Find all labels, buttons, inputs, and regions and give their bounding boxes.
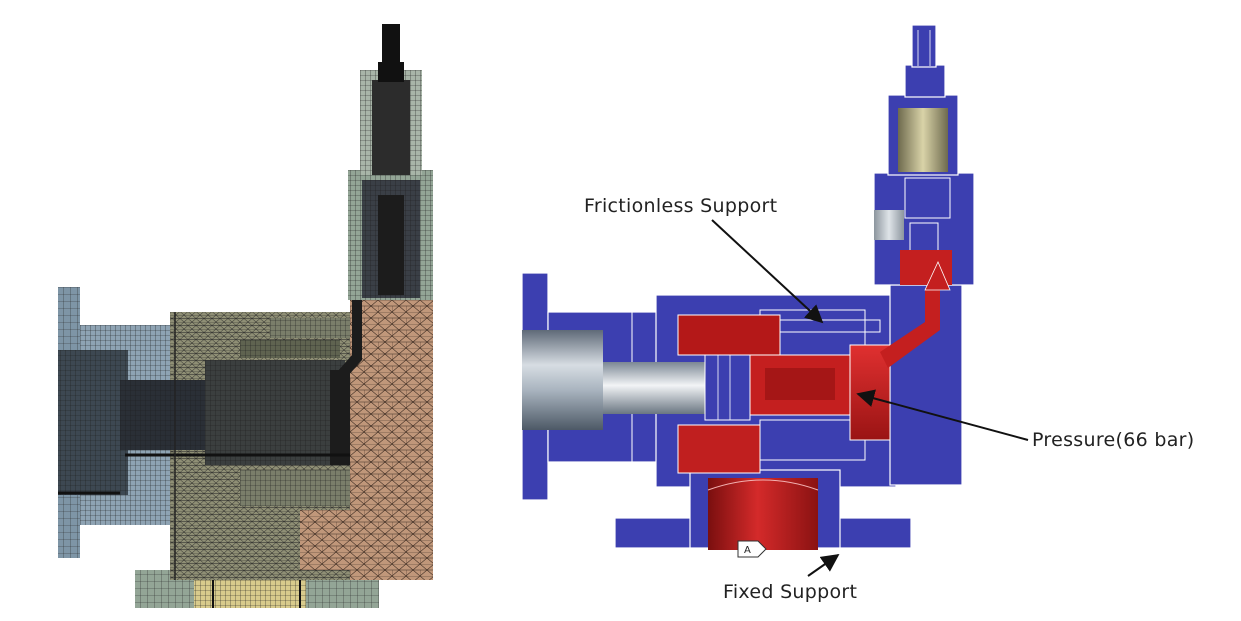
pressure-label: Pressure(66 bar)	[1032, 429, 1195, 451]
stem	[911, 24, 937, 68]
boundary-model: A	[521, 24, 975, 558]
fixed-support-label: Fixed Support	[723, 581, 858, 603]
marker-a-label: A	[744, 545, 751, 556]
outlet-pipe	[708, 478, 818, 550]
marker-a: A	[737, 540, 767, 558]
pressure-cavity-lower	[677, 424, 761, 474]
pressure-cavity-upper	[678, 315, 780, 355]
pressure-arrow	[856, 389, 1029, 441]
fixed-support-arrow	[807, 553, 840, 577]
pressure-channel	[880, 290, 940, 368]
frictionless-support-label: Frictionless Support	[584, 195, 778, 217]
mesh-model	[58, 24, 433, 608]
frictionless-arrow	[711, 219, 824, 324]
mesh-stem	[382, 24, 400, 66]
inlet-bore	[548, 330, 603, 430]
